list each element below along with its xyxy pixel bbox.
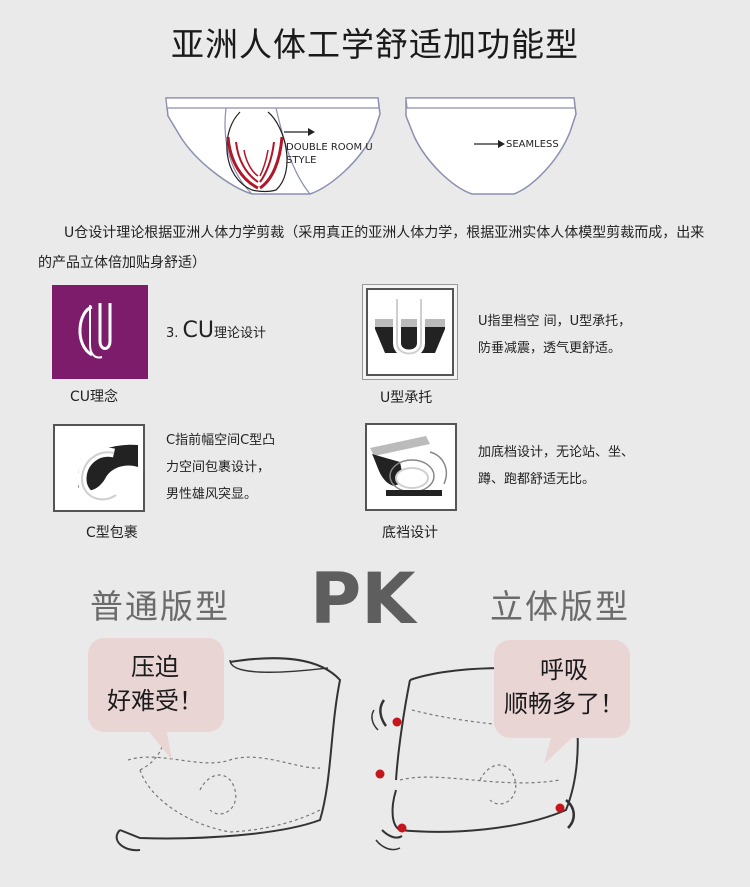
c-wrap-line3: 男性雄风突显。 bbox=[166, 487, 258, 502]
u-support-icon bbox=[362, 284, 458, 380]
underwear-diagram-right bbox=[405, 97, 577, 195]
cu-concept-icon bbox=[52, 285, 148, 379]
c-wrap-line1: C指前幅空间C型凸 bbox=[166, 433, 276, 448]
3d-fit-illustration bbox=[371, 667, 579, 851]
u-shape-icon bbox=[366, 288, 454, 376]
cu-slogan-cu: CU bbox=[182, 318, 215, 343]
c-wrap-line2: 力空间包裹设计， bbox=[166, 460, 271, 475]
left-speech-bubble bbox=[88, 638, 224, 760]
diagram-label-line2: STYLE bbox=[286, 155, 317, 166]
u-support-line1: U指里档空 间，U型承托， bbox=[478, 314, 632, 329]
u-support-line2: 防垂减震，透气更舒适。 bbox=[478, 341, 622, 356]
left-bubble-text: 压迫 好难受！ bbox=[90, 650, 220, 718]
c-wrap-text: C指前幅空间C型凸 力空间包裹设计， 男性雄风突显。 bbox=[166, 427, 275, 508]
right-bubble-line2: 顺畅多了！ bbox=[504, 690, 624, 718]
crotch-design-icon bbox=[364, 422, 458, 512]
crotch-shape-icon bbox=[365, 423, 457, 511]
cu-slogan: 3. CU理论设计 bbox=[166, 318, 266, 347]
u-support-label: U型承托 bbox=[380, 390, 433, 406]
cu-slogan-suffix: 理论设计 bbox=[214, 326, 267, 341]
pk-label: PK bbox=[310, 558, 416, 640]
c-shape-icon bbox=[53, 424, 145, 512]
u-support-text: U指里档空 间，U型承托， 防垂减震，透气更舒适。 bbox=[478, 308, 631, 362]
right-speech-bubble bbox=[494, 640, 630, 764]
cu-symbol-icon bbox=[78, 303, 112, 359]
cu-concept-label: CU理念 bbox=[70, 389, 119, 405]
crotch-design-line2: 蹲、跑都舒适无比。 bbox=[478, 472, 596, 487]
left-bubble-line2: 好难受！ bbox=[107, 687, 203, 715]
regular-fit-title: 普通版型 bbox=[90, 587, 230, 626]
description-text: U仓设计理论根据亚洲人体力学剪裁（采用真正的亚洲人体力学，根据亚洲实体人体模型剪… bbox=[38, 225, 705, 271]
right-bubble-text: 呼吸 顺畅多了！ bbox=[496, 653, 632, 721]
crotch-design-label: 底裆设计 bbox=[382, 525, 438, 541]
cu-slogan-number: 3. bbox=[166, 326, 179, 341]
3d-fit-title: 立体版型 bbox=[490, 587, 630, 626]
diagram-label-double-room: DOUBLE ROOM U STYLE bbox=[286, 141, 373, 167]
diagram-label-line1: DOUBLE ROOM U bbox=[286, 142, 373, 153]
underwear-diagram-left bbox=[165, 97, 381, 195]
right-bubble-line1: 呼吸 bbox=[540, 656, 588, 684]
page-title: 亚洲人体工学舒适加功能型 bbox=[171, 25, 579, 64]
left-bubble-line1: 压迫 bbox=[131, 653, 179, 681]
c-wrap-label: C型包裹 bbox=[86, 525, 138, 541]
diagram-label-seamless: SEAMLESS bbox=[506, 139, 559, 150]
c-wrap-icon bbox=[52, 423, 146, 513]
design-description: U仓设计理论根据亚洲人体力学剪裁（采用真正的亚洲人体力学，根据亚洲实体人体模型剪… bbox=[38, 218, 708, 278]
crotch-design-text: 加底档设计，无论站、坐、 蹲、跑都舒适无比。 bbox=[478, 439, 634, 493]
regular-fit-illustration bbox=[115, 657, 342, 852]
crotch-design-line1: 加底档设计，无论站、坐、 bbox=[478, 445, 635, 460]
